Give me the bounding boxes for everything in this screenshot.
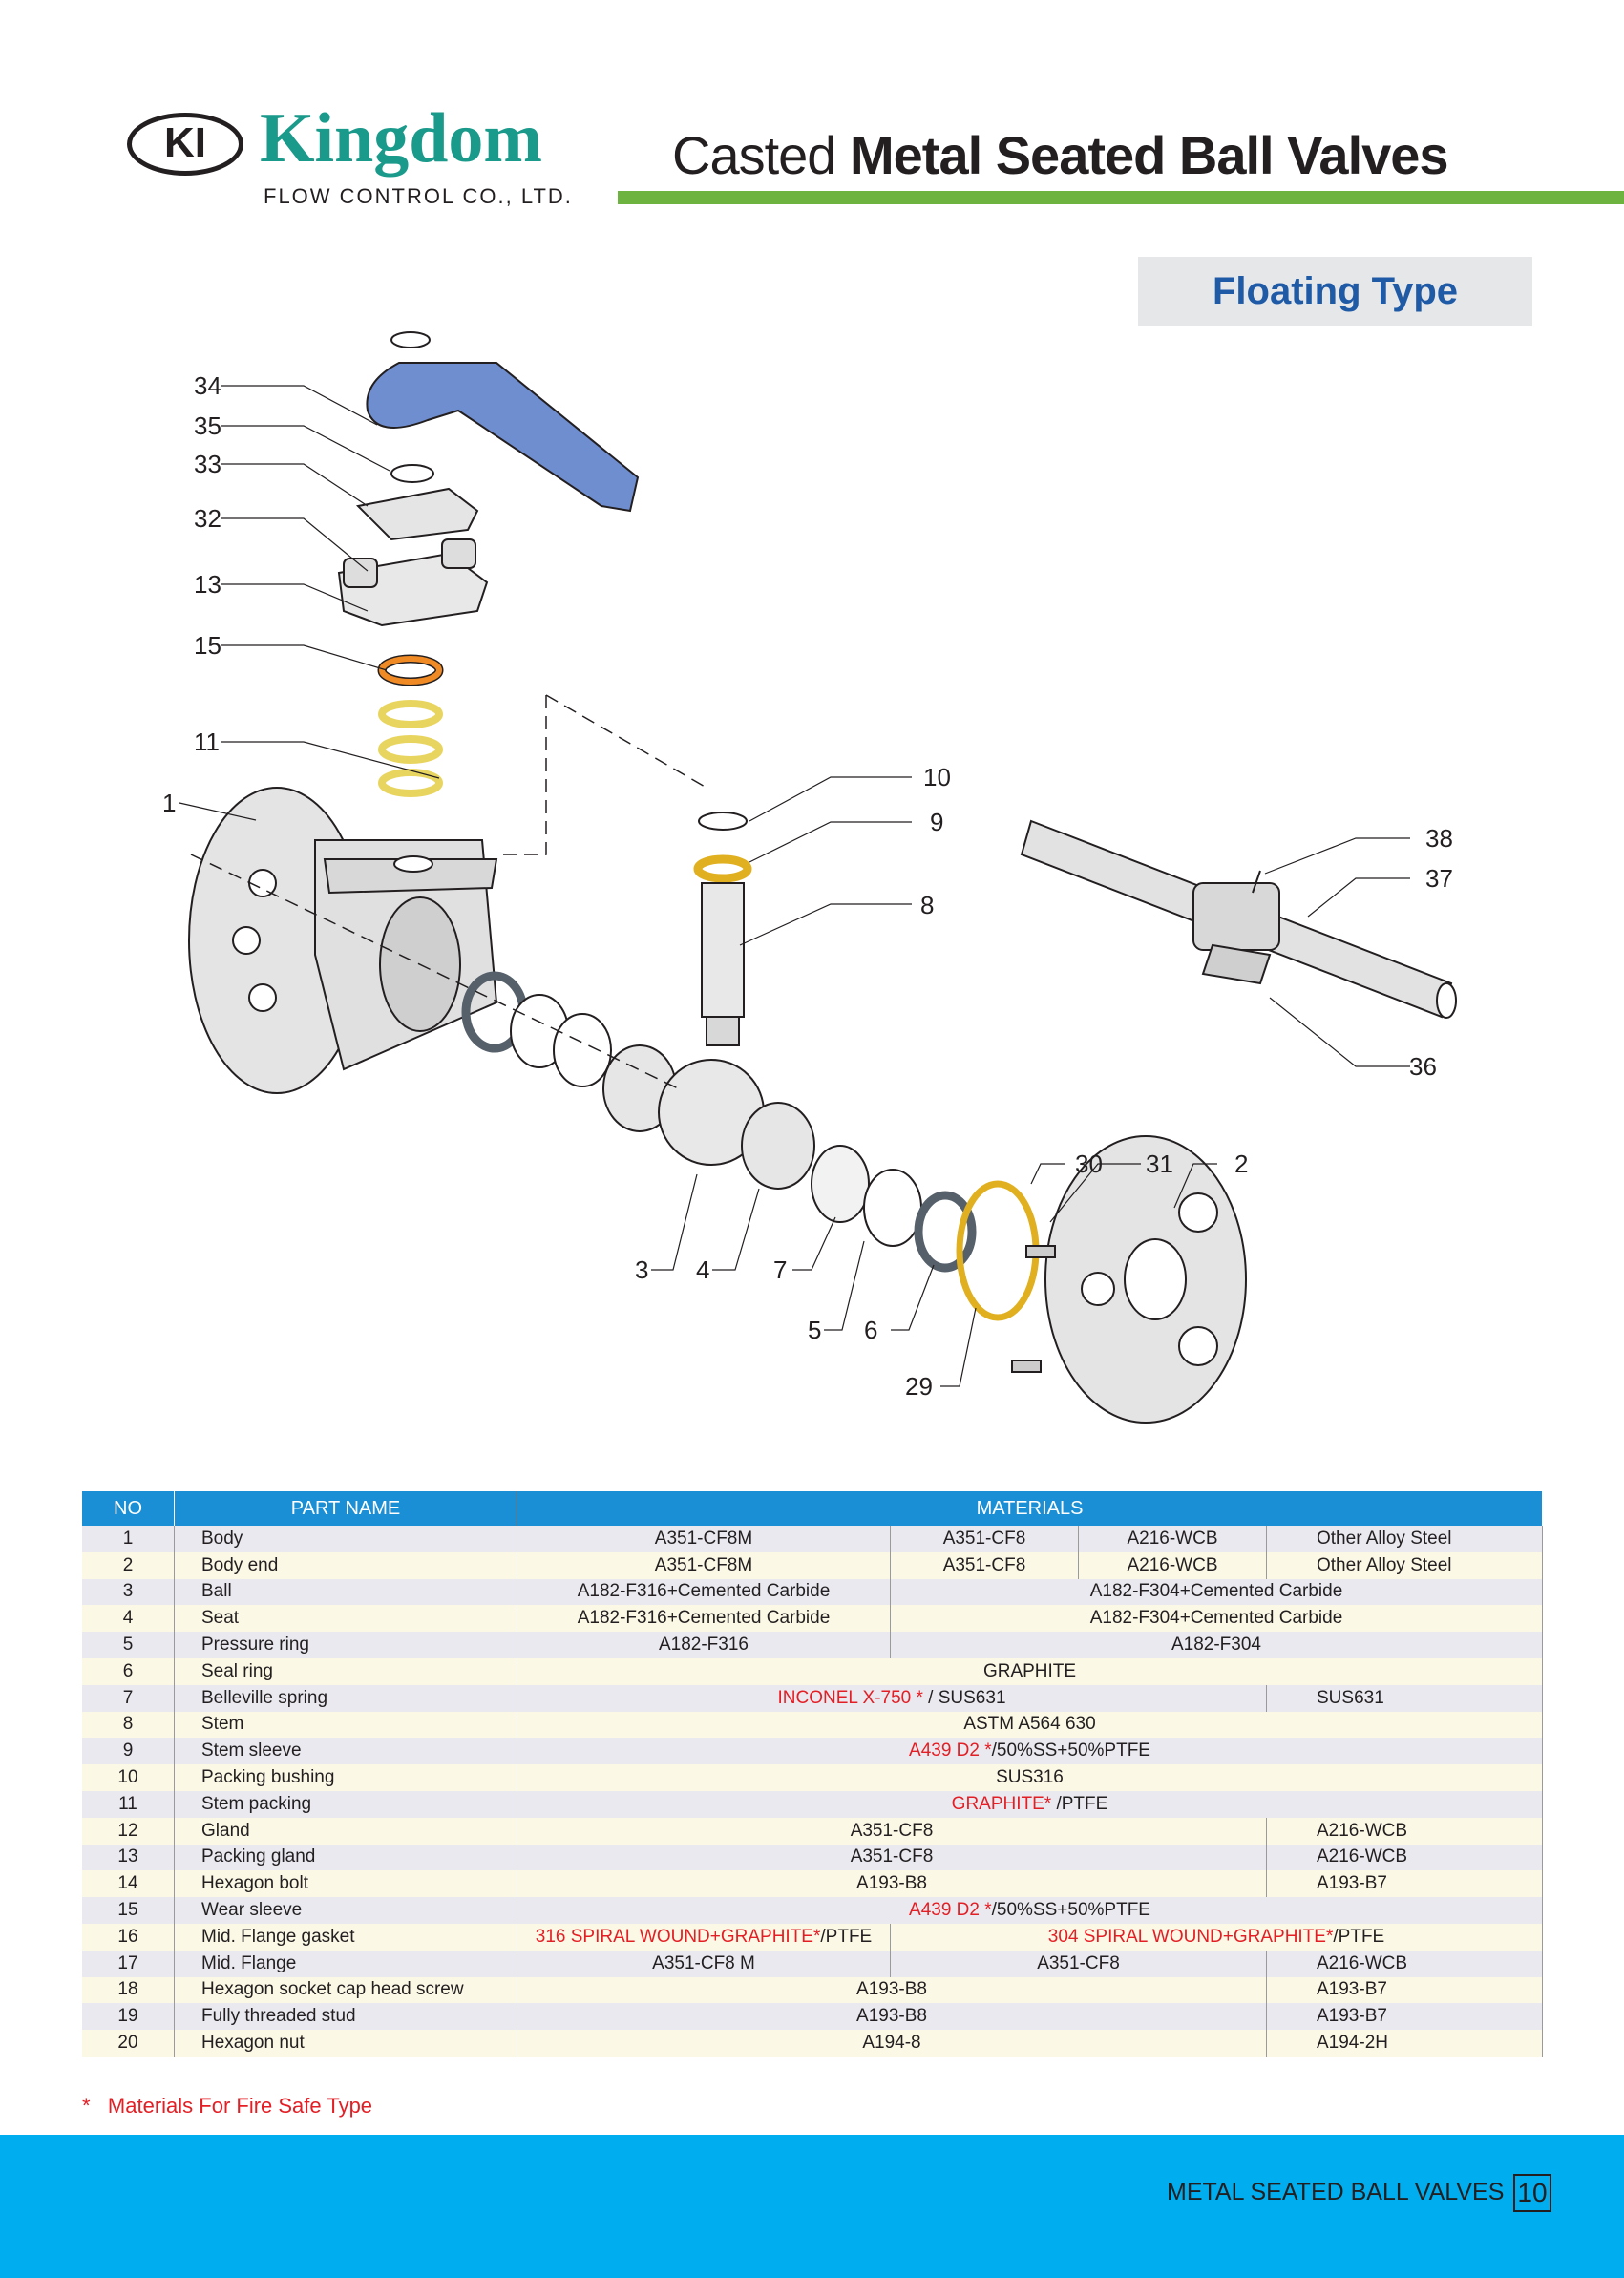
callout-label: 1 bbox=[162, 789, 176, 817]
callout-label: 5 bbox=[808, 1316, 821, 1344]
header-part-name: PART NAME bbox=[174, 1491, 517, 1526]
callout-label: 30 bbox=[1075, 1150, 1103, 1178]
body-end-icon bbox=[1011, 1135, 1247, 1424]
page-number: 10 bbox=[1513, 2174, 1551, 2212]
callout-label: 34 bbox=[194, 371, 221, 400]
page-title: Casted Metal Seated Ball Valves bbox=[672, 122, 1449, 189]
callout-label: 31 bbox=[1146, 1150, 1173, 1178]
gland-flange-icon bbox=[337, 538, 489, 627]
stem-icon bbox=[693, 812, 752, 1046]
callout-label: 2 bbox=[1234, 1150, 1248, 1178]
note-star: * bbox=[82, 2094, 91, 2118]
brand-subtitle: FLOW CONTROL CO., LTD. bbox=[264, 184, 573, 208]
callout-label: 11 bbox=[194, 728, 220, 756]
callout-label: 29 bbox=[905, 1372, 933, 1401]
valve-body-icon bbox=[188, 787, 498, 1094]
type-label: Floating Type bbox=[1138, 257, 1532, 326]
callout-label: 15 bbox=[194, 631, 221, 660]
callout-label: 8 bbox=[920, 891, 934, 919]
stop-plate-icon bbox=[355, 487, 479, 541]
header-accent-bar bbox=[618, 191, 1624, 204]
callout-label: 36 bbox=[1409, 1052, 1437, 1081]
callout-label: 3 bbox=[635, 1255, 648, 1284]
callout-label: 4 bbox=[696, 1255, 709, 1284]
exploded-diagram: 34 35 33 32 13 15 11 1 10 9 8 38 37 36 3… bbox=[162, 331, 1457, 1424]
brand-name: Kingdom bbox=[260, 99, 543, 178]
callout-label: 6 bbox=[864, 1316, 877, 1344]
header-no: NO bbox=[82, 1491, 175, 1526]
wrench-icon bbox=[1020, 819, 1457, 1019]
logo-mark: KI bbox=[164, 119, 206, 166]
header-materials: MATERIALS bbox=[517, 1491, 1543, 1526]
title-light: Casted bbox=[672, 125, 836, 185]
lever-handle-icon bbox=[366, 331, 640, 513]
snap-ring-icon bbox=[390, 464, 434, 483]
callout-label: 33 bbox=[194, 450, 221, 478]
callout-label: 7 bbox=[773, 1255, 787, 1284]
callout-label: 35 bbox=[194, 411, 221, 440]
callout-label: 37 bbox=[1425, 864, 1453, 893]
callout-label: 9 bbox=[930, 808, 943, 836]
note-text: Materials For Fire Safe Type bbox=[107, 2094, 373, 2118]
logo-oval bbox=[127, 113, 243, 176]
footer-label: METAL SEATED BALL VALVES bbox=[1167, 2179, 1505, 2205]
ball-icon bbox=[602, 1044, 815, 1190]
stem-packing-icon bbox=[378, 700, 443, 797]
footer-band bbox=[0, 2135, 1624, 2278]
callout-label: 10 bbox=[923, 763, 951, 791]
callout-label: 13 bbox=[194, 570, 221, 599]
fire-safe-note: * Materials For Fire Safe Type bbox=[82, 2094, 372, 2119]
callout-label: 38 bbox=[1425, 824, 1453, 853]
title-bold: Metal Seated Ball Valves bbox=[850, 125, 1449, 185]
callout-label: 32 bbox=[194, 504, 221, 533]
